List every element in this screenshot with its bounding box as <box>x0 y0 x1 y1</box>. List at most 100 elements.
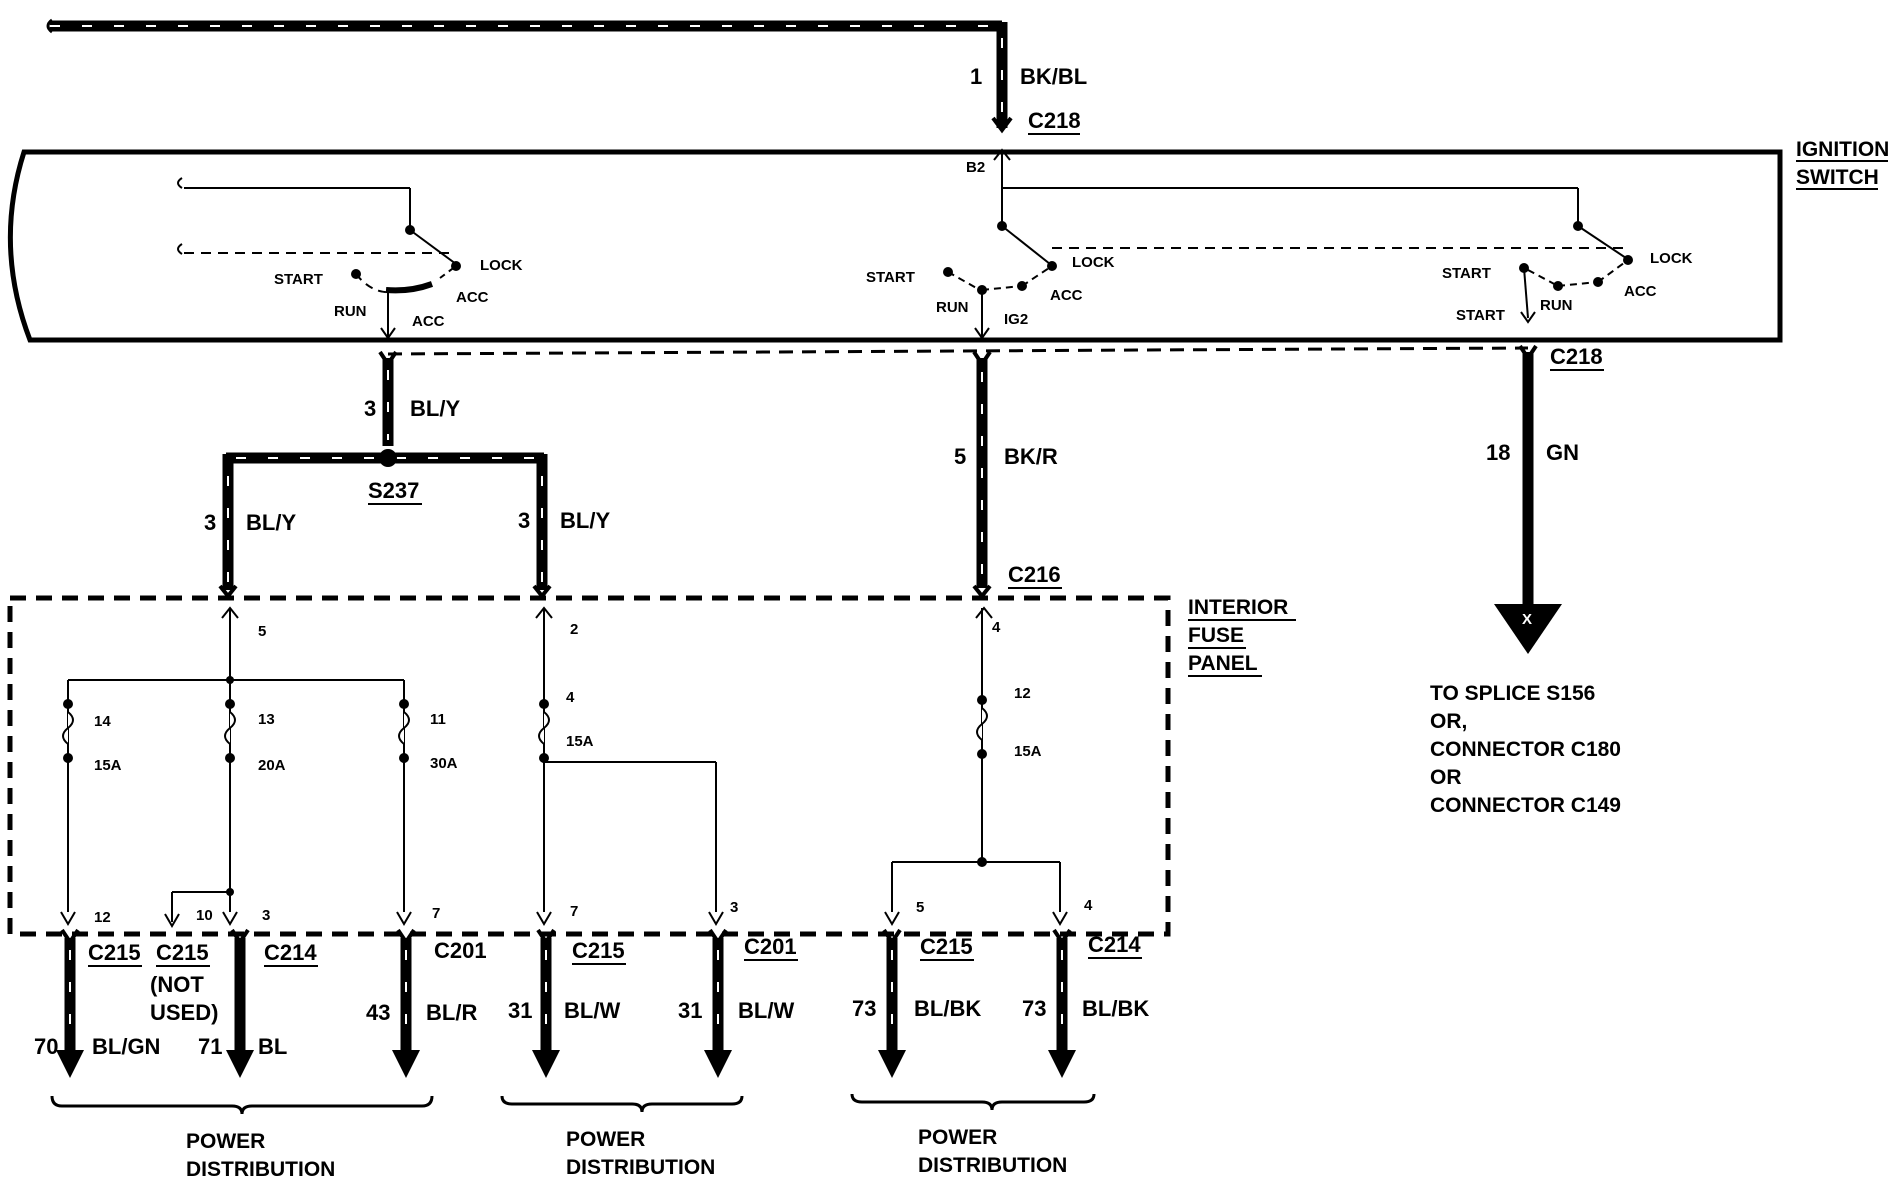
output-1-connector: C215 <box>88 940 141 965</box>
splice-name: S237 <box>368 478 419 503</box>
fuse-input-2: 2 <box>570 621 578 638</box>
power-dist-1-line-1: POWER <box>186 1130 265 1153</box>
output-7-connector: C215 <box>920 934 973 959</box>
interior-fuse-panel: INTERIOR FUSE PANEL <box>7 595 1296 937</box>
power-dist-3-line-2: DISTRIBUTION <box>918 1154 1067 1177</box>
splice-note-line-2: OR, <box>1430 710 1467 733</box>
fuse-block-left: 14 15A 13 20A 11 30A 12 10 3 7 <box>62 608 458 926</box>
output-6-connector: C201 <box>744 934 797 959</box>
power-dist-2-line-1: POWER <box>566 1128 645 1151</box>
terminal-b2-label: B2 <box>966 159 985 176</box>
wire-middle-bk-r: 5 BK/R C216 <box>954 350 1062 589</box>
output-3-pin: 71 <box>198 1034 222 1059</box>
splice-branch-1-pin: 3 <box>204 510 216 535</box>
fuse-13-out-pin: 3 <box>262 907 270 924</box>
connector-c216: C216 <box>1008 562 1061 587</box>
output-wires: C215 70 BL/GN C215 (NOT USED) C214 71 BL… <box>34 928 1149 1078</box>
output-5-connector: C215 <box>572 938 625 963</box>
power-distribution-groups: POWER DISTRIBUTION POWER DISTRIBUTION PO… <box>50 1093 1096 1181</box>
splice-note-line-3: CONNECTOR C180 <box>1430 738 1621 761</box>
output-7-color: BL/BK <box>914 996 981 1021</box>
connector-c218-label: C218 <box>1550 344 1603 369</box>
switch-3: START START RUN LOCK ACC <box>1442 221 1693 324</box>
output-8-pin: 73 <box>1022 996 1046 1021</box>
fuse-input-3: 4 <box>992 619 1001 636</box>
fuse-block-4: 4 15A 7 3 <box>538 608 738 920</box>
fuse-13-rating: 20A <box>258 757 286 774</box>
output-4-connector: C201 <box>434 938 487 963</box>
ignition-switch-box: IGNITION SWITCH <box>7 138 1889 343</box>
splice-note-line-4: OR <box>1430 766 1462 789</box>
wire-left-bl-y: 3 BL/Y <box>364 350 460 446</box>
top-wire-pin: 1 <box>970 64 982 89</box>
output-3-color: BL <box>258 1034 287 1059</box>
wire-right-color: GN <box>1546 440 1579 465</box>
switch-2-start: START <box>866 269 915 286</box>
switch-2-ig2: IG2 <box>1004 311 1028 328</box>
output-wire-2: C215 (NOT USED) <box>150 940 218 1025</box>
splice-branch-1-color: BL/Y <box>246 510 296 535</box>
switch-1-start: START <box>274 271 323 288</box>
switch-3-acc: ACC <box>1624 283 1657 300</box>
switch-2-run: RUN <box>936 299 969 316</box>
splice-branch-2-pin: 3 <box>518 508 530 533</box>
fuse-14-number: 14 <box>94 713 111 730</box>
output-wire-4: C201 43 BL/R <box>366 928 487 1078</box>
connector-c218-line: C218 <box>387 344 1604 371</box>
output-6-pin: 31 <box>678 998 702 1023</box>
output-7-pin: 73 <box>852 996 876 1021</box>
output-4-pin: 43 <box>366 1000 390 1025</box>
wire-left-pin: 3 <box>364 396 376 421</box>
switch-2-lock: LOCK <box>1072 254 1115 271</box>
switch-3-lock: LOCK <box>1650 250 1693 267</box>
fuse-11-number: 11 <box>430 711 446 728</box>
splice-note-line-1: TO SPLICE S156 <box>1430 682 1595 705</box>
splice-note: TO SPLICE S156 OR, CONNECTOR C180 OR CON… <box>1430 682 1621 817</box>
output-wire-8: C214 73 BL/BK <box>1022 928 1149 1078</box>
splice-s237: S237 3 BL/Y 3 BL/Y <box>204 449 610 590</box>
fuse-12-out-pin-2: 4 <box>1084 897 1093 914</box>
splice-note-line-5: CONNECTOR C149 <box>1430 794 1621 817</box>
output-2-connector: C215 <box>156 940 209 965</box>
fuse-panel-inputs: 5 2 4 <box>218 584 1001 640</box>
wire-right-gn: X 18 GN <box>1486 344 1579 654</box>
switch-1-run: RUN <box>334 303 367 320</box>
switch-2-acc: ACC <box>1050 287 1083 304</box>
switch-2: START RUN LOCK ACC IG2 <box>866 221 1630 340</box>
switch-3-start-2: START <box>1456 307 1505 324</box>
fuse-4-rating: 15A <box>566 733 594 750</box>
wire-right-pin: 18 <box>1486 440 1510 465</box>
fuse-11-out-pin: 7 <box>432 905 440 922</box>
ignition-label-1: IGNITION <box>1796 138 1889 161</box>
switch-1-acc-2: ACC <box>412 313 445 330</box>
fuse-4-out-pin-1: 7 <box>570 903 578 920</box>
power-dist-3-line-1: POWER <box>918 1126 997 1149</box>
output-wire-6: C201 31 BL/W <box>678 928 798 1078</box>
output-8-connector: C214 <box>1088 932 1141 957</box>
output-1-pin: 70 <box>34 1034 58 1059</box>
output-1-color: BL/GN <box>92 1034 160 1059</box>
top-wire-connector: C218 <box>1028 108 1081 133</box>
fuse-14-out-pin: 12 <box>94 909 111 926</box>
switch-1-acc-1: ACC <box>456 289 489 306</box>
switch-3-start: START <box>1442 265 1491 282</box>
output-4-color: BL/R <box>426 1000 477 1025</box>
splice-arrow-label: X <box>1522 611 1532 628</box>
fuse-11-rating: 30A <box>430 755 458 772</box>
fuse-block-12: 12 15A 5 4 <box>891 608 1093 916</box>
switch-3-run: RUN <box>1540 297 1573 314</box>
output-5-pin: 31 <box>508 998 532 1023</box>
splice-branch-2-color: BL/Y <box>560 508 610 533</box>
wire-middle-pin: 5 <box>954 444 966 469</box>
power-dist-2-line-2: DISTRIBUTION <box>566 1156 715 1179</box>
fuse-13-number: 13 <box>258 711 275 728</box>
terminal-b2: B2 <box>966 148 1579 226</box>
fuse-4-number: 4 <box>566 689 575 706</box>
output-wire-5: C215 31 BL/W <box>508 928 626 1078</box>
fuse-panel-label-2: FUSE <box>1188 624 1244 647</box>
fuse-14-rating: 15A <box>94 757 122 774</box>
ignition-label-2: SWITCH <box>1796 166 1879 189</box>
fuse-12-number: 12 <box>1014 685 1031 702</box>
wire-left-color: BL/Y <box>410 396 460 421</box>
fuse-input-1: 5 <box>258 623 266 640</box>
